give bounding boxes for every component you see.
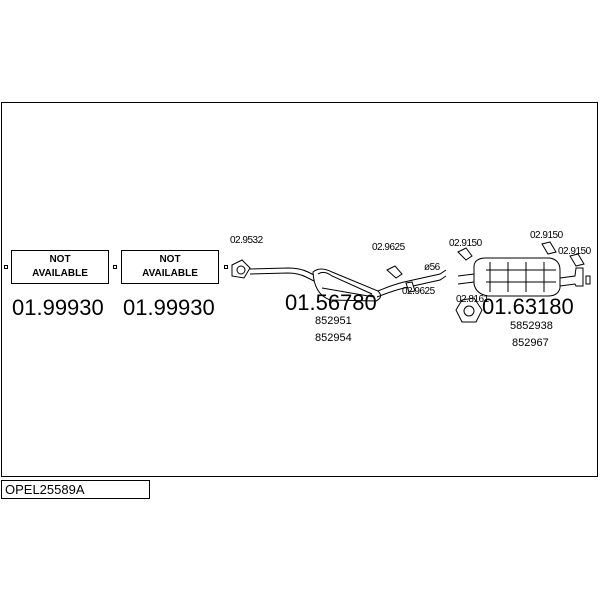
fitting-label-7: 02.8161 <box>456 294 489 305</box>
fitting-label-2: 02.9625 <box>372 242 405 253</box>
middle-silencer-number: 01.56780 <box>285 290 377 315</box>
rubber-hanger-icon <box>386 265 416 293</box>
not-available-line2: AVAILABLE <box>142 268 198 279</box>
not-available-line2: AVAILABLE <box>32 268 88 279</box>
diagram-frame <box>1 102 598 477</box>
fitting-label-6: 02.9150 <box>558 246 591 257</box>
flange-gasket-icon <box>231 259 251 279</box>
front-pipe-icon <box>249 267 319 283</box>
connector-square-1 <box>4 265 8 269</box>
part-number-a: 01.99930 <box>12 295 104 320</box>
diagram-code: OPEL25589A <box>1 480 150 499</box>
fitting-label-5: 02.9150 <box>530 230 563 241</box>
part-number-b: 01.99930 <box>123 295 215 320</box>
fitting-label-4: 02.9150 <box>449 238 482 249</box>
middle-silencer-icon <box>312 268 382 302</box>
middle-silencer-oe-2: 852954 <box>315 332 352 344</box>
clamp-icon <box>585 275 591 285</box>
not-available-line1: NOT <box>159 254 181 265</box>
rear-silencer-oe-1: 5852938 <box>510 320 553 332</box>
rear-silencer-number: 01.63180 <box>482 294 574 319</box>
rear-hanger-icon <box>455 241 585 323</box>
connector-square-2 <box>113 265 117 269</box>
connector-square-3 <box>224 265 228 269</box>
middle-silencer-oe-1: 852951 <box>315 315 352 327</box>
not-available-line1: NOT <box>49 254 71 265</box>
fitting-label-3: 02.9625 <box>402 286 435 297</box>
intermediate-pipe-icon <box>376 269 447 298</box>
not-available-box-1: NOT AVAILABLE <box>11 250 109 284</box>
not-available-box-2: NOT AVAILABLE <box>121 250 219 284</box>
rear-silencer-icon <box>457 257 584 297</box>
rear-silencer-oe-2: 852967 <box>512 337 549 349</box>
fitting-label-1: 02.9532 <box>230 235 263 246</box>
pipe-diameter-label: ø56 <box>424 262 440 273</box>
